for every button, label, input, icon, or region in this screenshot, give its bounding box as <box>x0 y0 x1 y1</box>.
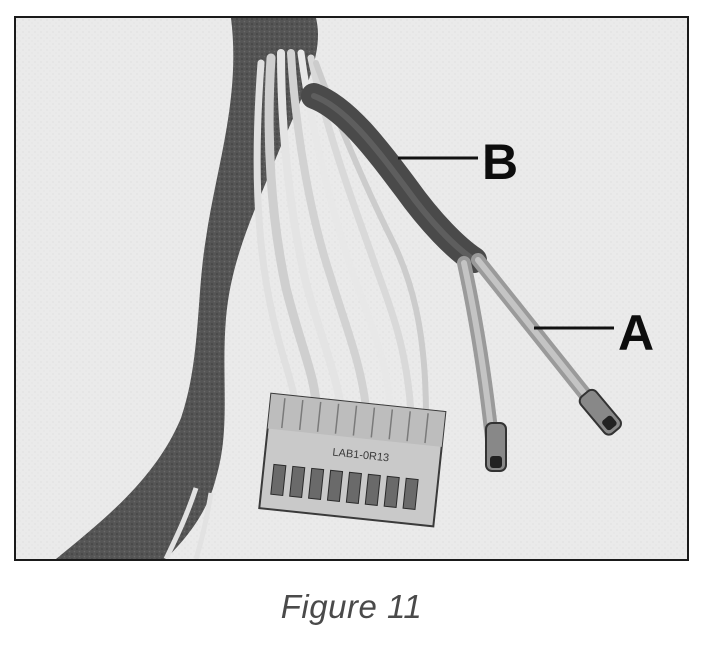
callout-label-b: B <box>482 134 518 190</box>
figure-photo: LAB1-0R13 B A <box>14 16 689 561</box>
terminal-pin-left <box>485 422 507 472</box>
wire-connector-block: LAB1-0R13 <box>258 392 447 528</box>
lower-white-wires <box>163 487 214 559</box>
taped-harness-bundle <box>56 18 318 559</box>
connector-marking: LAB1-0R13 <box>332 446 390 464</box>
figure-caption: Figure 11 <box>280 588 423 625</box>
wire-harness-illustration: LAB1-0R13 B A <box>16 18 687 559</box>
light-wire-bundle <box>253 49 429 419</box>
callout-label-a: A <box>618 305 654 361</box>
terminal-pin-right <box>578 388 622 436</box>
